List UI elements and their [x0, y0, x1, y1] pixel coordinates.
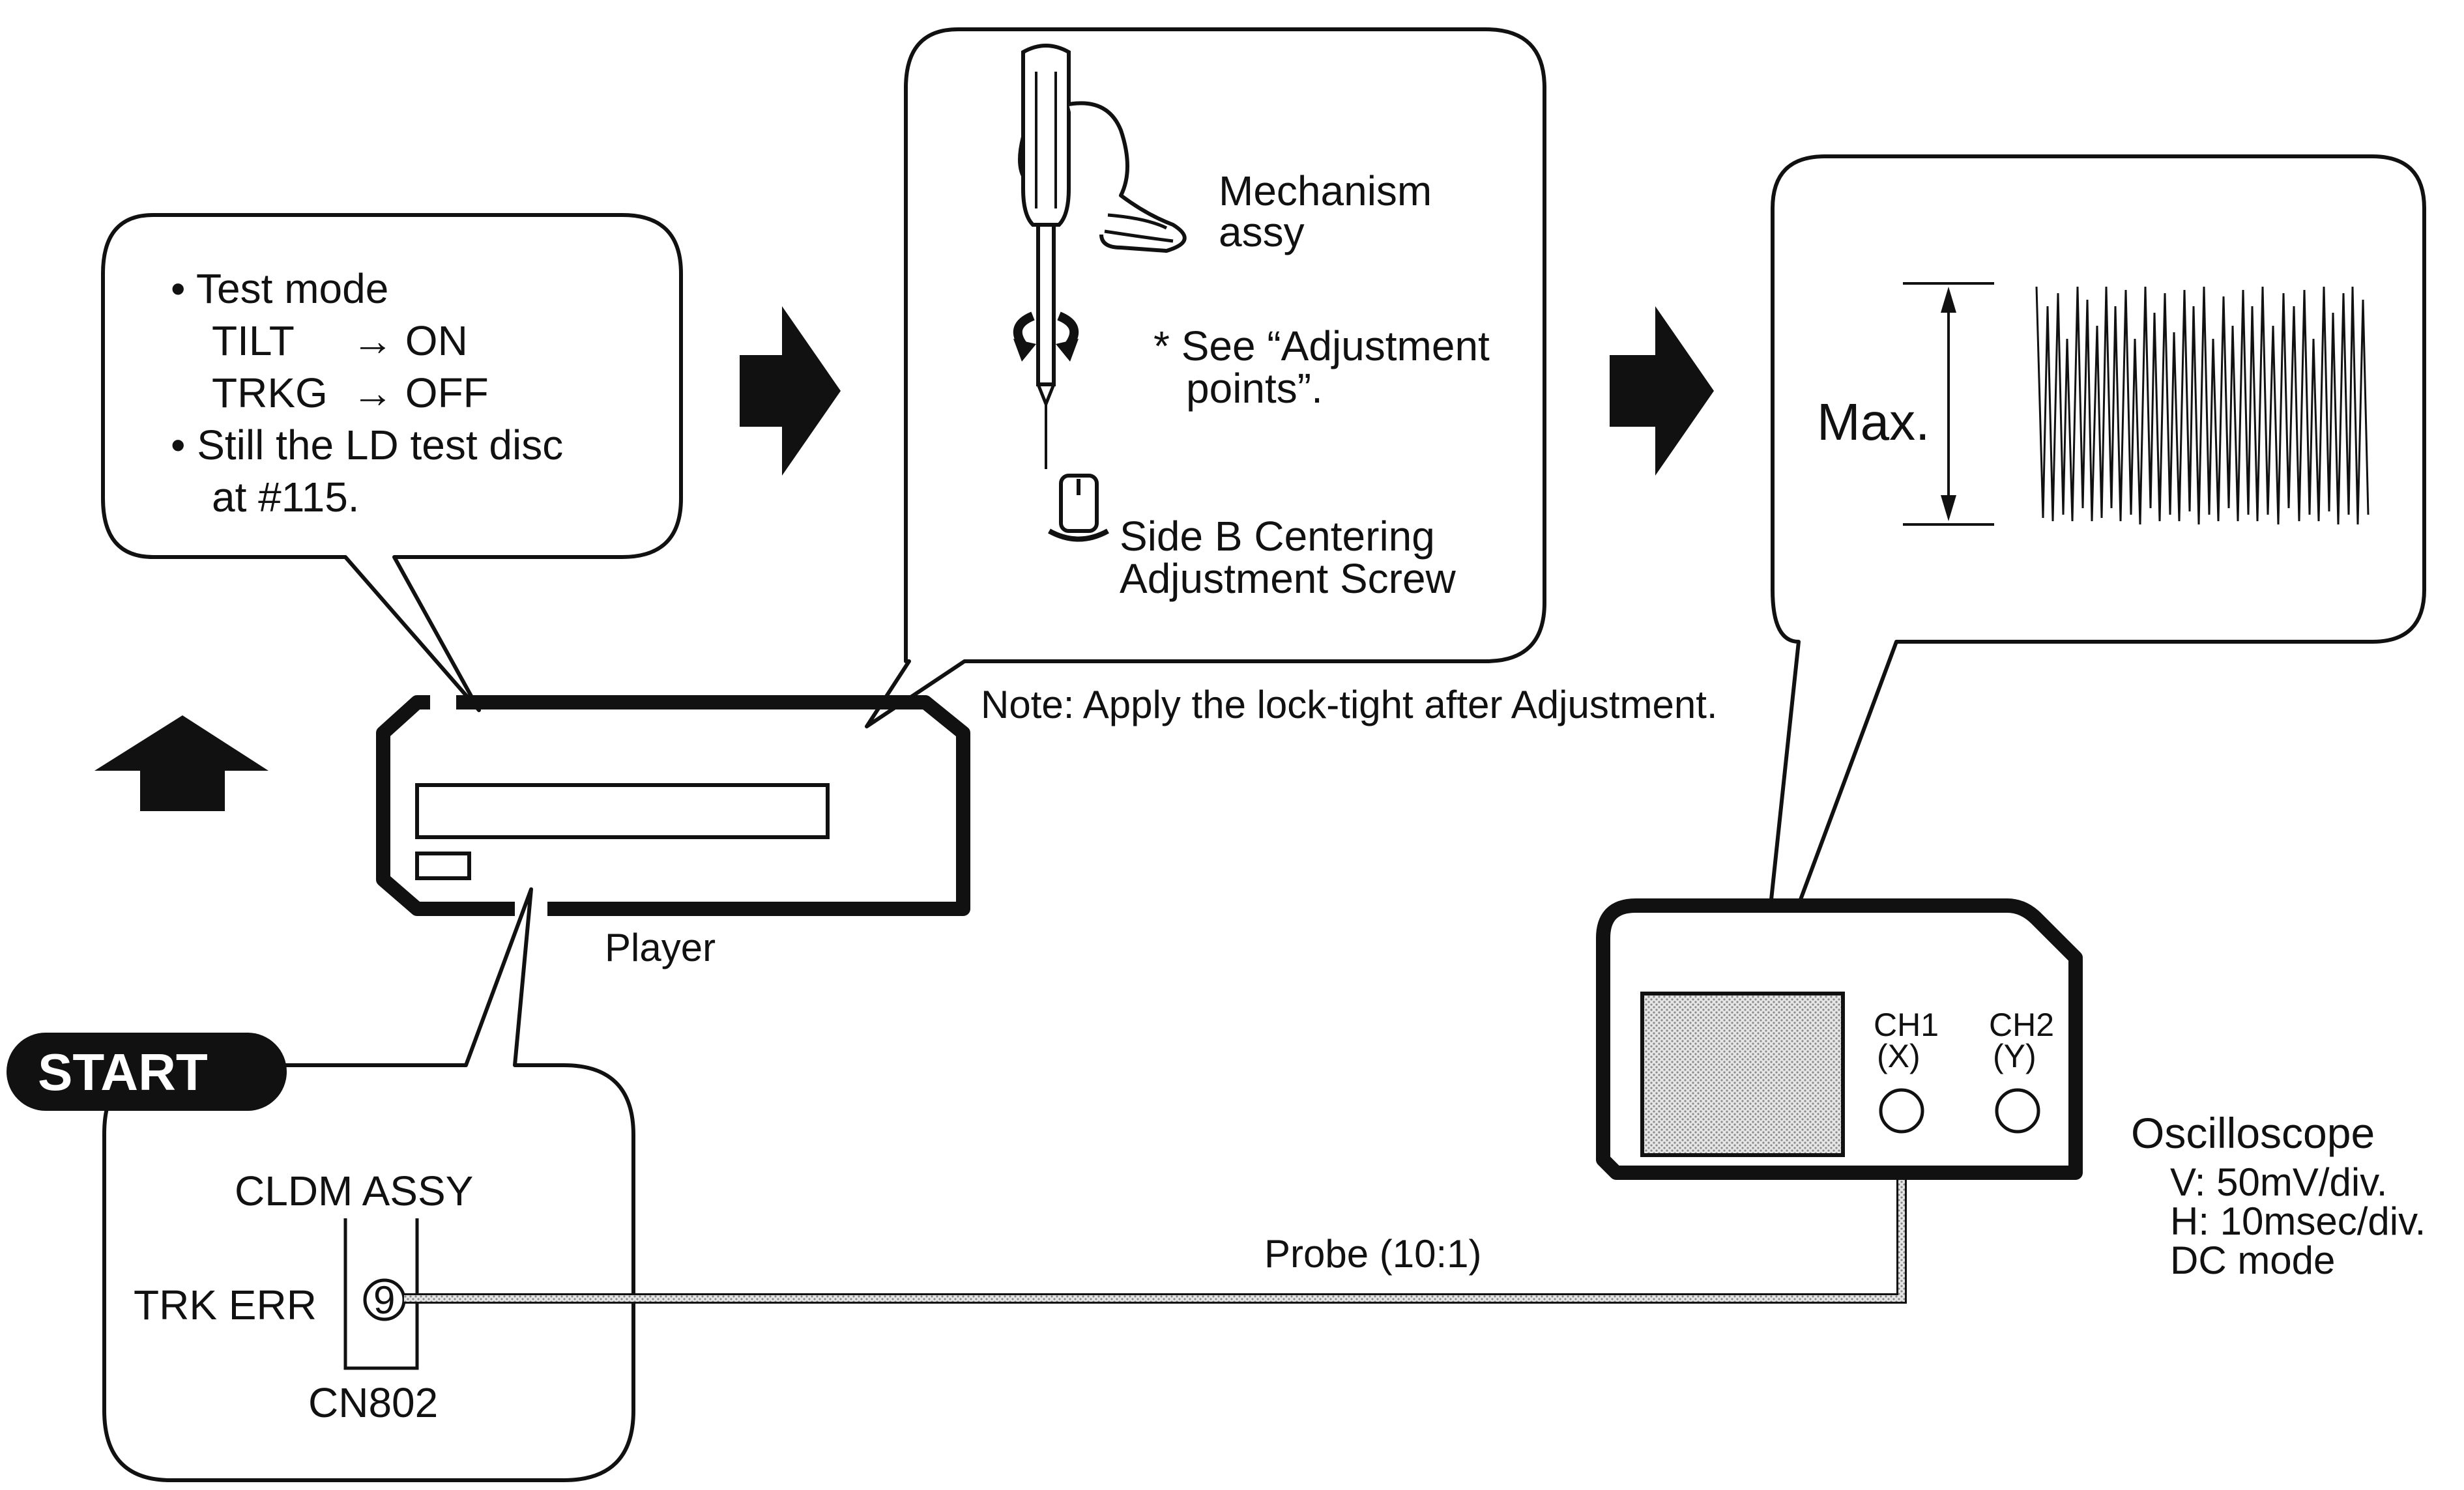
trkg-label: TRKG	[212, 369, 328, 416]
test-mode-line: • Test mode	[171, 265, 388, 312]
ch1-label: CH1	[1874, 1007, 1939, 1043]
flow-arrow-right-1	[740, 306, 841, 476]
adjustment-callout: Mechanism assy * See “Adjustment points”…	[865, 27, 1546, 728]
disc-position: at #115.	[212, 474, 360, 521]
start-badge: START	[7, 1033, 287, 1111]
see-adjustment-note-2: points”.	[1186, 365, 1323, 412]
probe-label: Probe (10:1)	[1264, 1232, 1482, 1276]
tilt-value: → ON	[352, 317, 468, 364]
max-label: Max.	[1817, 393, 1930, 451]
ch2-jack	[1995, 1088, 2040, 1134]
pin-number: 9	[373, 1278, 395, 1322]
ch1-jack	[1879, 1088, 1924, 1134]
screwdriver-icon	[1021, 44, 1071, 469]
disc-tray	[415, 783, 830, 839]
cldm-assy-label: CLDM ASSY	[235, 1168, 473, 1214]
tilt-label: TILT	[212, 317, 295, 364]
power-button-icon	[415, 852, 471, 880]
player-unit	[376, 695, 970, 916]
mechanism-label-2: assy	[1219, 208, 1305, 255]
screw-label-2: Adjustment Screw	[1120, 555, 1457, 602]
scope-screen	[1640, 992, 1845, 1157]
disc-line: • Still the LD test disc	[171, 422, 563, 468]
mechanism-label: Mechanism	[1219, 167, 1432, 214]
screw-label: Side B Centering	[1120, 513, 1435, 560]
flow-arrow-up	[94, 715, 268, 811]
scope-setting-v: V: 50mV/div.	[2170, 1160, 2387, 1204]
start-label: START	[38, 1043, 208, 1101]
oscilloscope-unit: CH1 (X) CH2 (Y)	[1596, 898, 2083, 1180]
rotate-arrows-icon	[1013, 311, 1079, 362]
waveform-callout: Max.	[1758, 154, 2426, 1012]
adjustment-screw-icon	[1048, 474, 1109, 542]
scope-setting-h: H: 10msec/div.	[2170, 1199, 2426, 1243]
test-mode-callout: • Test mode TILT → ON TRKG → OFF • Still…	[101, 213, 683, 712]
see-adjustment-note: * See “Adjustment	[1153, 322, 1490, 369]
waveform-trace	[2035, 286, 2370, 525]
ch1-axis: (X)	[1877, 1038, 1920, 1074]
trk-err-label: TRK ERR	[134, 1282, 317, 1328]
oscilloscope-title: Oscilloscope	[2131, 1109, 2375, 1157]
connector-callout: CLDM ASSY TRK ERR 9 CN802	[102, 887, 635, 1482]
ch2-label: CH2	[1989, 1007, 2054, 1043]
flow-arrow-right-2	[1610, 306, 1714, 476]
trkg-value: → OFF	[352, 369, 489, 416]
player-label: Player	[605, 926, 716, 969]
scope-setting-mode: DC mode	[2170, 1239, 2335, 1282]
cn802-label: CN802	[308, 1379, 438, 1426]
hand-icon	[1018, 101, 1187, 253]
ch2-axis: (Y)	[1993, 1038, 2036, 1074]
lock-tight-note: Note: Apply the lock-tight after Adjustm…	[981, 683, 1718, 726]
